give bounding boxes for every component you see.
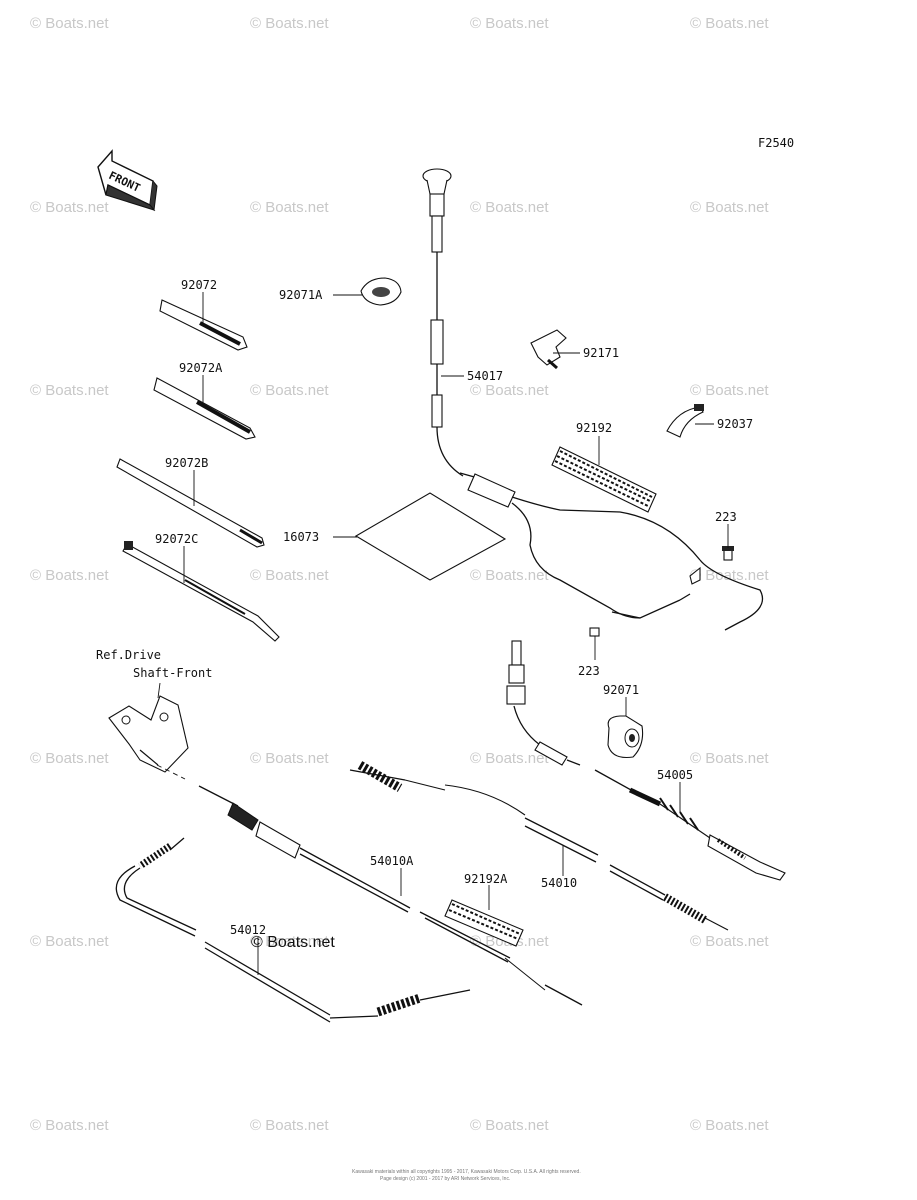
grommet-92071a <box>360 277 402 306</box>
watermark-text: © Boats.net <box>250 15 329 32</box>
grommet-92071 <box>607 715 644 759</box>
label-223-lower: 223 <box>578 664 600 678</box>
cable-54012 <box>115 837 471 1023</box>
label-92071a: 92071A <box>279 288 323 302</box>
ref-dashed-line <box>156 764 186 780</box>
watermark-text: © Boats.net <box>690 1117 769 1134</box>
label-92071: 92071 <box>603 683 639 697</box>
watermark-text: © Boats.net <box>30 933 109 950</box>
reference-note-line-1: Ref.Drive <box>96 648 161 662</box>
brake-cable-54010a <box>198 785 583 1006</box>
throttle-cable-54005 <box>506 640 786 881</box>
label-92072: 92072 <box>181 278 217 292</box>
watermark-text: © Boats.net <box>250 750 329 767</box>
watermark-text: © Boats.net <box>690 933 769 950</box>
watermark-layer: © Boats.net © Boats.net © Boats.net © Boats… <box>30 15 769 1134</box>
copyright-line-2: Page design (c) 2001 - 2017 by ARI Netwo… <box>380 1176 510 1182</box>
watermark-text: © Boats.net <box>30 1117 109 1134</box>
reference-note-line-2: Shaft-Front <box>133 666 212 680</box>
cable-tie-92072a <box>153 377 256 440</box>
cable-tie-92072c <box>122 541 280 642</box>
bolt-223-lower <box>589 627 600 637</box>
bolt-223-upper <box>722 546 734 561</box>
drive-shaft-bracket <box>108 695 189 773</box>
watermark-text: © Boats.net <box>470 382 549 399</box>
watermark-text: © Boats.net <box>250 199 329 216</box>
sheet-16073 <box>354 492 507 581</box>
copyright-line-1: Kawasaki materials within all copyrights… <box>352 1169 581 1175</box>
watermark-text: © Boats.net <box>30 382 109 399</box>
front-arrow-icon: FRONT <box>97 149 158 212</box>
watermark-text: © Boats.net <box>250 1117 329 1134</box>
label-54010a: 54010A <box>370 854 414 868</box>
watermark-text: © Boats.net <box>690 750 769 767</box>
figure-code: F2540 <box>758 136 794 150</box>
label-54005: 54005 <box>657 768 693 782</box>
label-54010: 54010 <box>541 876 577 890</box>
label-92171: 92171 <box>583 346 619 360</box>
watermark-text: © Boats.net <box>250 382 329 399</box>
label-54012: 54012 <box>230 923 266 937</box>
clamp-92171 <box>530 329 567 370</box>
grip-cover-92192 <box>551 446 657 513</box>
choke-cable-54017 <box>422 168 764 631</box>
label-16073: 16073 <box>283 530 319 544</box>
leader-lines <box>183 292 729 975</box>
label-92072b: 92072B <box>165 456 208 470</box>
inline-watermark: © Boats.net <box>251 934 335 951</box>
watermark-text: © Boats.net <box>470 1117 549 1134</box>
grip-cover-92192a <box>444 899 524 947</box>
label-92072a: 92072A <box>179 361 223 375</box>
watermark-text: © Boats.net <box>470 15 549 32</box>
watermark-text: © Boats.net <box>30 567 109 584</box>
watermark-text: © Boats.net <box>690 199 769 216</box>
watermark-text: © Boats.net <box>470 567 549 584</box>
ref-leader <box>157 682 161 699</box>
watermark-text: © Boats.net <box>30 199 109 216</box>
watermark-text: © Boats.net <box>250 933 329 950</box>
label-223-upper: 223 <box>715 510 737 524</box>
clamp-92037 <box>666 404 704 438</box>
watermark-text: © Boats.net <box>690 15 769 32</box>
cable-tie-92072b <box>116 458 265 548</box>
label-92192a: 92192A <box>464 872 508 886</box>
watermark-text: © Boats.net <box>30 750 109 767</box>
label-92192: 92192 <box>576 421 612 435</box>
watermark-text: © Boats.net <box>690 382 769 399</box>
brake-cable-54010 <box>349 761 729 931</box>
cable-tie-92072 <box>159 299 248 351</box>
watermark-text: © Boats.net <box>250 567 329 584</box>
label-92037: 92037 <box>717 417 753 431</box>
label-92072c: 92072C <box>155 532 198 546</box>
watermark-text: © Boats.net <box>470 750 549 767</box>
watermark-text: © Boats.net <box>470 199 549 216</box>
watermark-text: © Boats.net <box>690 567 769 584</box>
watermark-text: © Boats.net <box>30 15 109 32</box>
label-54017: 54017 <box>467 369 503 383</box>
